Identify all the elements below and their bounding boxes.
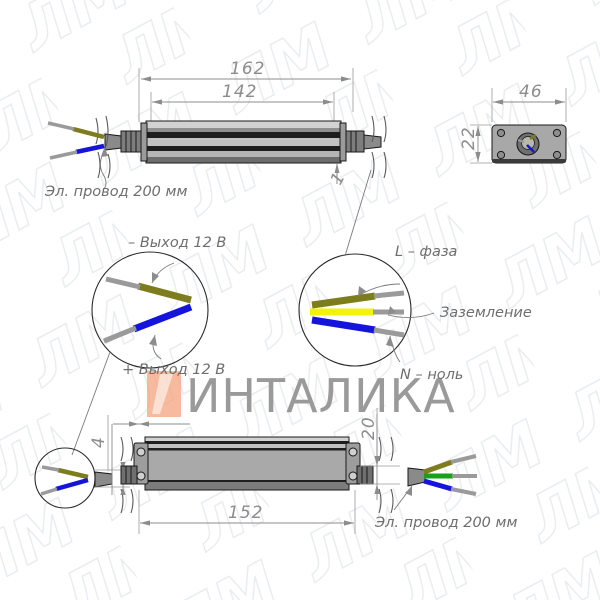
mount-hole-icon xyxy=(348,447,358,457)
cable-label-bottom-right: Эл. провод 200 мм xyxy=(374,485,517,531)
mount-hole-icon xyxy=(136,471,146,481)
dimension-152-label: 152 xyxy=(228,503,263,523)
bottom-left-wire-stub xyxy=(94,471,113,488)
dimension-22-label: 22 xyxy=(459,126,479,150)
annotation-output-minus: – Выход 12 В xyxy=(128,235,226,284)
dimension-142: 142 xyxy=(150,82,335,122)
cable-label-top-left: Эл. провод 200 мм xyxy=(44,147,187,200)
end-view-plate xyxy=(491,124,567,164)
bottom-break-marks xyxy=(120,436,394,514)
screw-icon xyxy=(496,128,506,138)
detail-leader-dc xyxy=(71,351,111,456)
dimension-4-label: 4 xyxy=(89,436,109,448)
logo-glyph-icon xyxy=(152,374,173,414)
top-left-wires xyxy=(47,121,105,160)
annotation-neutral: N – ноль xyxy=(386,335,463,383)
top-view-body xyxy=(140,120,347,164)
detail-circle-dc xyxy=(91,251,209,369)
dimension-152: 152 xyxy=(138,490,356,534)
annotation-phase-text: L – фаза xyxy=(395,244,457,260)
screw-icon xyxy=(552,150,562,160)
screw-icon xyxy=(496,150,506,160)
annotation-neutral-text: N – ноль xyxy=(400,367,463,383)
dimension-46: 46 xyxy=(491,82,567,122)
left-cable-gland xyxy=(120,465,138,485)
top-view-right-gland xyxy=(345,130,382,153)
dimension-4: 4 xyxy=(89,415,190,495)
cable-label-bottom-right-text: Эл. провод 200 мм xyxy=(374,515,517,531)
dimension-22: 22 xyxy=(459,124,492,164)
mount-hole-icon xyxy=(136,447,146,457)
annotation-phase: L – фаза xyxy=(357,244,457,297)
dimension-162-label: 162 xyxy=(230,59,265,79)
annotation-output-plus: + Выход 12 В xyxy=(122,334,225,378)
dimension-20-label: 20 xyxy=(359,416,379,440)
right-cable-gland xyxy=(356,465,374,485)
dimension-142-label: 142 xyxy=(222,82,257,102)
annotation-output-plus-text: + Выход 12 В xyxy=(122,362,225,378)
top-view-left-gland xyxy=(104,130,142,153)
detail-leader-ac xyxy=(344,169,372,257)
screw-icon xyxy=(552,128,562,138)
dimension-20: 20 xyxy=(359,408,400,500)
dimension-46-label: 46 xyxy=(519,82,543,102)
bottom-right-wires xyxy=(407,454,477,496)
cable-label-top-left-text: Эл. провод 200 мм xyxy=(44,184,187,200)
dimension-162: 162 xyxy=(138,59,354,122)
bottom-mount-brackets xyxy=(120,442,374,485)
annotation-ground-text: Заземление xyxy=(440,305,532,321)
break-marks xyxy=(95,115,387,179)
brand-name: ИНТАЛИКА xyxy=(186,369,456,423)
bottom-view-body xyxy=(144,436,350,491)
annotation-output-minus-text: – Выход 12 В xyxy=(128,235,226,251)
annotation-ground: Заземление xyxy=(387,305,532,321)
mount-hole-icon xyxy=(348,471,358,481)
detail-circle-ac xyxy=(298,253,412,367)
detail-circle-bottom-left xyxy=(34,447,96,509)
